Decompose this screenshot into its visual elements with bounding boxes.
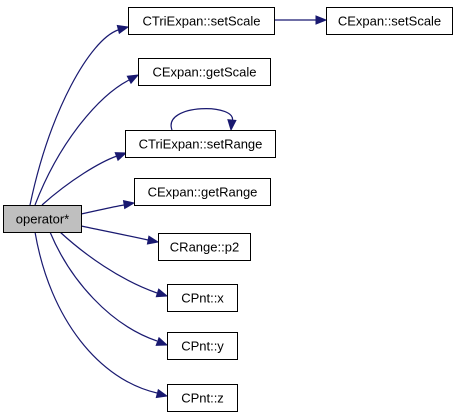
node-cexpan_getscale[interactable]: CExpan::getScale [138, 58, 271, 86]
edge-operator-to-cpnt_y [49, 231, 158, 342]
node-label-cexpan_setscale: CExpan::setScale [338, 14, 441, 29]
arrowhead-operator-to-cexpan_getrange [122, 199, 136, 210]
node-ctri_setscale[interactable]: CTriExpan::setScale [128, 7, 275, 35]
node-label-cexpan_getscale: CExpan::getScale [152, 65, 256, 80]
node-box-cpnt_z[interactable] [167, 384, 238, 412]
node-box-cexpan_getscale[interactable] [138, 58, 271, 86]
node-label-cpnt_z: CPnt::z [181, 391, 224, 406]
node-label-cpnt_x: CPnt::x [181, 291, 224, 306]
node-box-operator[interactable] [3, 205, 82, 233]
node-cexpan_getrange[interactable]: CExpan::getRange [134, 178, 271, 206]
node-box-crange_p2[interactable] [158, 233, 251, 261]
edge-operator-to-cexpan_getrange [80, 204, 125, 215]
edge-ctri_setrange-to-ctri_setrange [170, 108, 233, 131]
node-cexpan_setscale[interactable]: CExpan::setScale [326, 7, 453, 35]
arrowhead-operator-to-crange_p2 [146, 235, 160, 245]
node-box-cpnt_y[interactable] [167, 332, 238, 360]
arrowhead-operator-to-cpnt_z [155, 388, 169, 399]
node-operator[interactable]: operator* [3, 205, 82, 233]
arrowhead-operator-to-cpnt_y [155, 336, 169, 346]
edge-operator-to-cpnt_x [59, 231, 158, 294]
arrowhead-operator-to-ctri_setrange [114, 152, 128, 162]
node-cpnt_z[interactable]: CPnt::z [167, 384, 238, 412]
node-box-ctri_setrange[interactable] [125, 130, 276, 158]
node-label-cexpan_getrange: CExpan::getRange [148, 185, 258, 200]
arrowhead-operator-to-cpnt_x [155, 288, 169, 298]
edge-operator-to-ctri_setscale [29, 29, 119, 206]
arrowhead-ctri_setrange-to-ctri_setrange [227, 119, 237, 132]
arrowhead-ctri_setscale-to-cexpan_setscale [315, 15, 328, 25]
node-box-cpnt_x[interactable] [167, 284, 238, 312]
arrowhead-operator-to-cexpan_getscale [126, 74, 140, 85]
nodes-layer: operator* CTriExpan::setScale CExpan::setS… [3, 7, 453, 412]
edge-operator-to-cpnt_z [34, 231, 158, 394]
node-box-cexpan_getrange[interactable] [134, 178, 271, 206]
node-label-cpnt_y: CPnt::y [181, 339, 224, 354]
node-ctri_setrange[interactable]: CTriExpan::setRange [125, 130, 276, 158]
node-label-crange_p2: CRange::p2 [170, 240, 239, 255]
arrowhead-operator-to-ctri_setscale [116, 24, 130, 35]
node-box-ctri_setscale[interactable] [128, 7, 275, 35]
node-cpnt_x[interactable]: CPnt::x [167, 284, 238, 312]
node-label-ctri_setrange: CTriExpan::setRange [139, 137, 263, 152]
node-cpnt_y[interactable]: CPnt::y [167, 332, 238, 360]
edges-layer [29, 15, 328, 399]
node-box-cexpan_setscale[interactable] [326, 7, 453, 35]
edge-operator-to-ctri_setrange [41, 155, 118, 206]
edge-operator-to-crange_p2 [80, 225, 149, 241]
edge-operator-to-cexpan_getscale [34, 79, 130, 206]
node-crange_p2[interactable]: CRange::p2 [158, 233, 251, 261]
node-label-operator: operator* [16, 212, 69, 227]
node-label-ctri_setscale: CTriExpan::setScale [142, 14, 260, 29]
